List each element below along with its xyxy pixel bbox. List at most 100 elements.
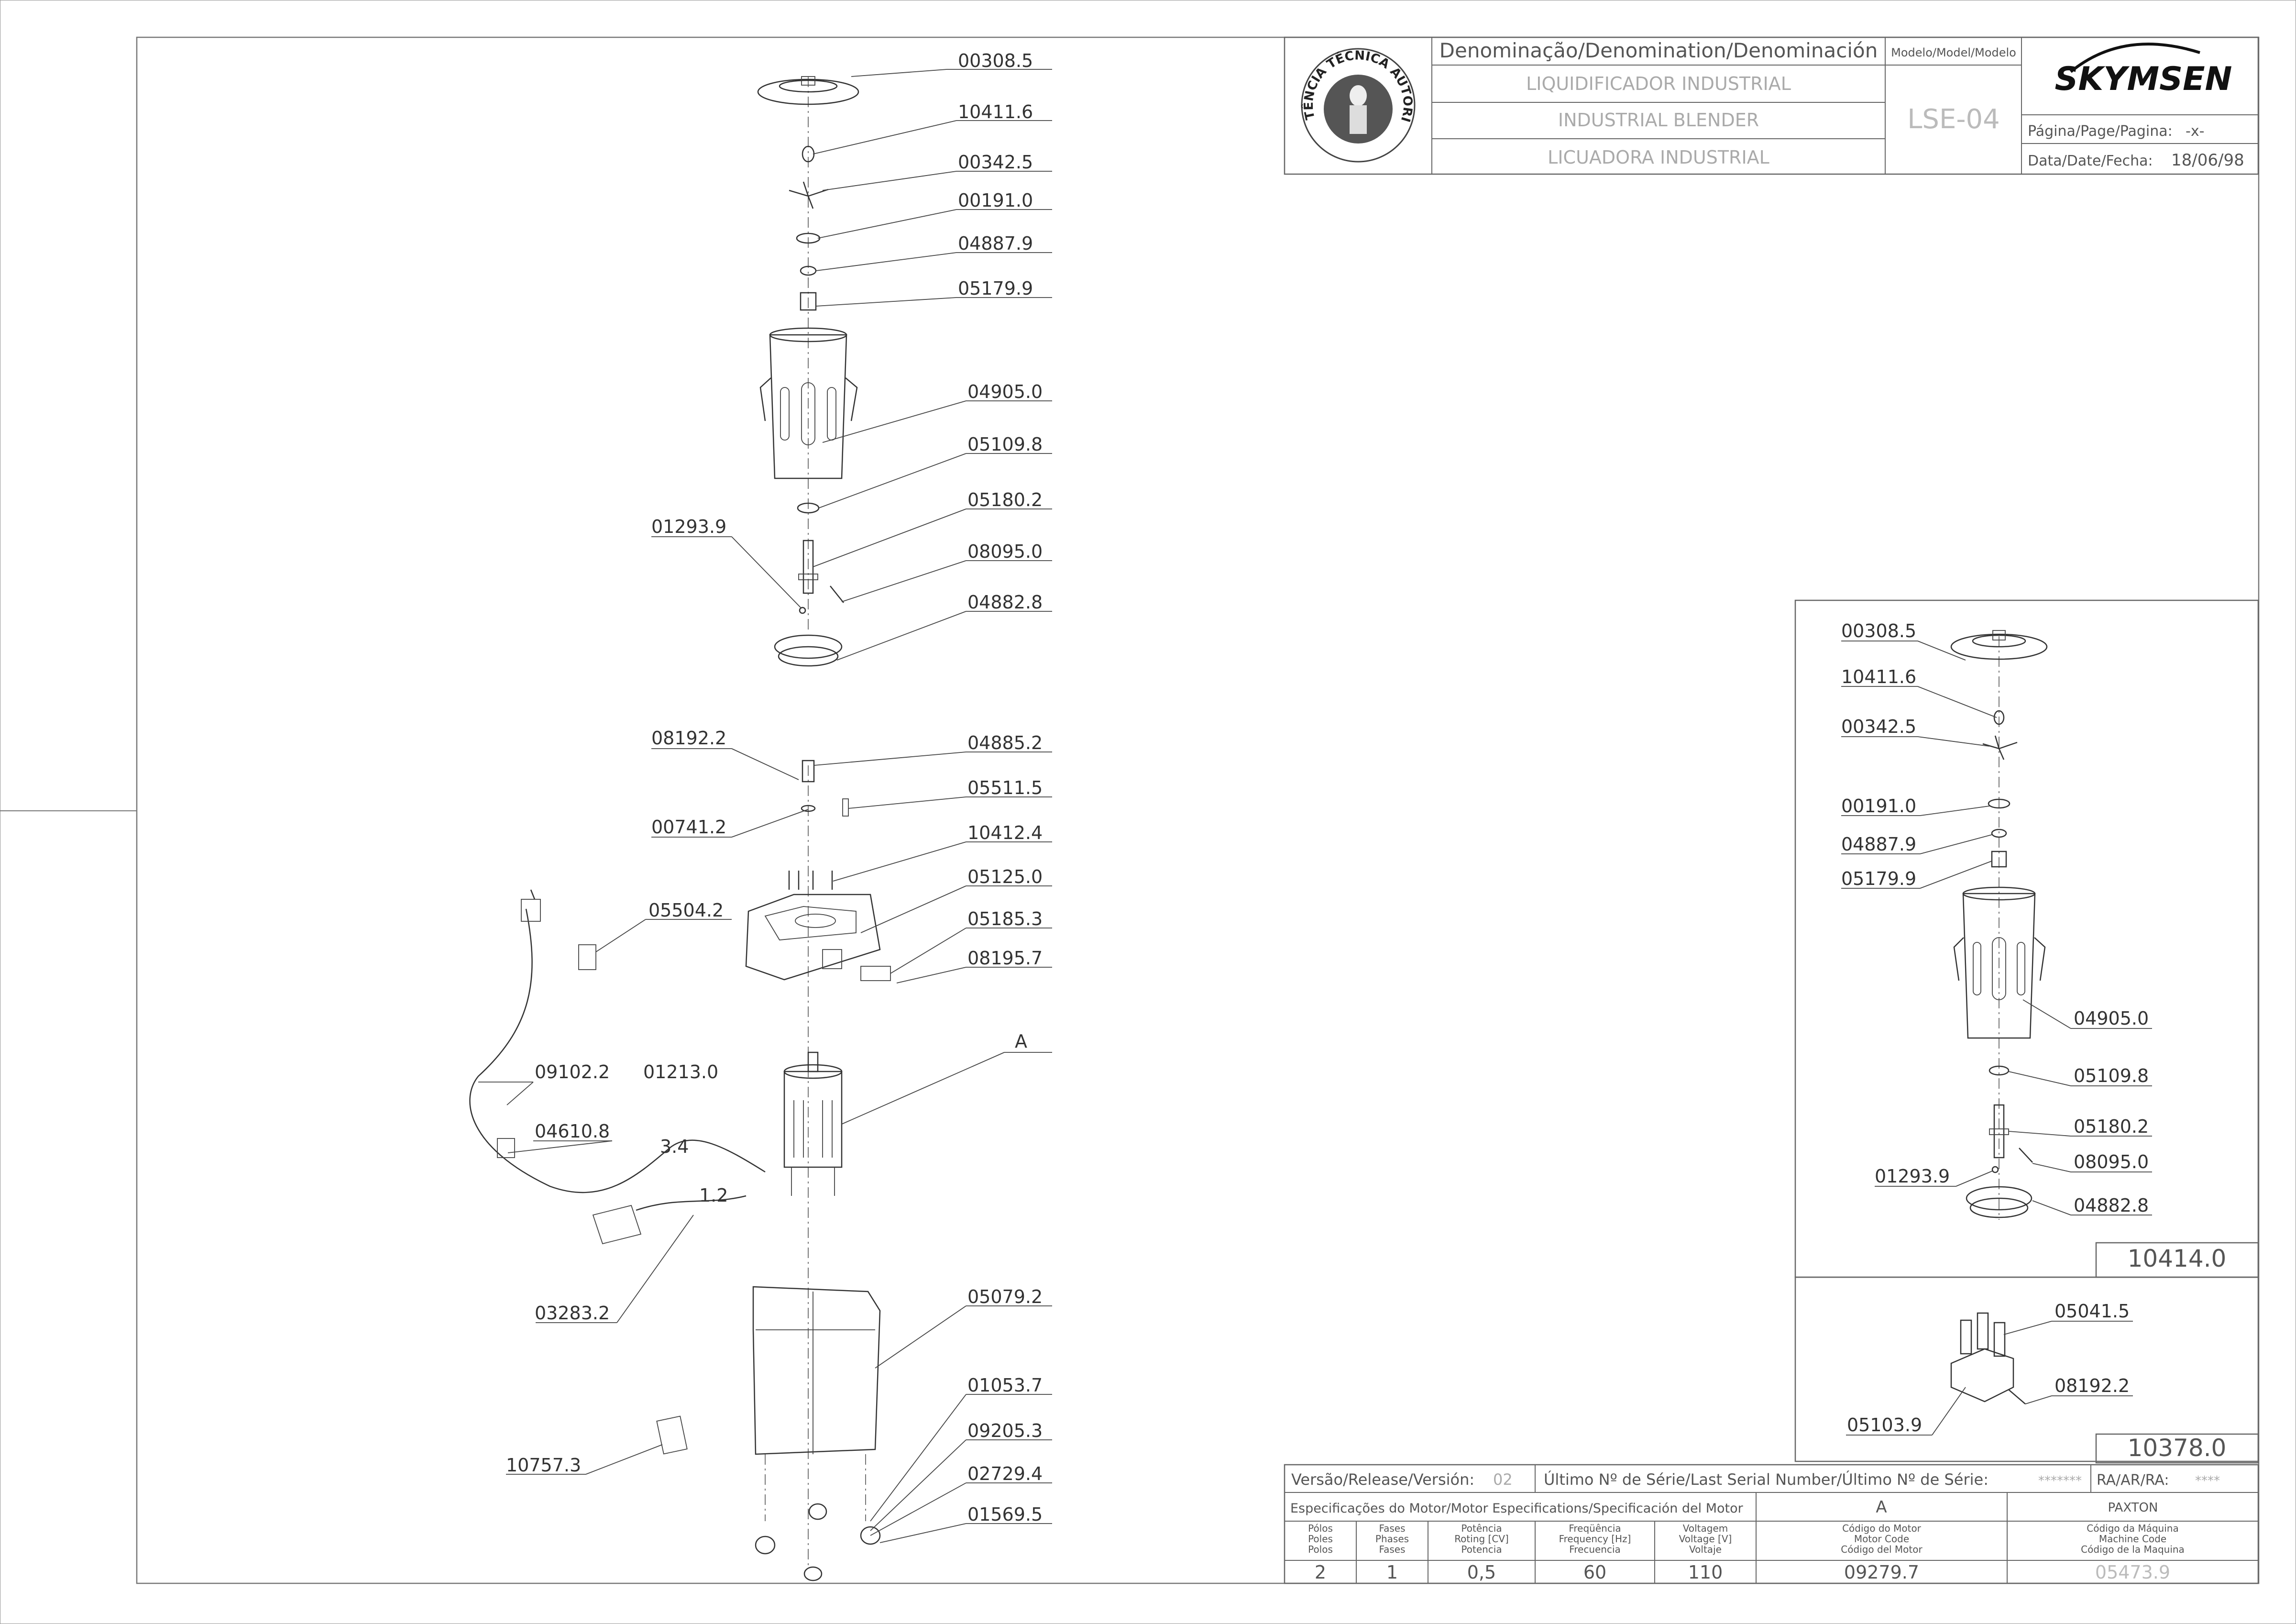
kit-coupling-callout-2: 05103.9 [1847, 1414, 1922, 1436]
ra-value: **** [2195, 1474, 2220, 1488]
spec-col-label-4-2: Voltaje [1689, 1544, 1722, 1555]
kit-coupling-assembly: 10378.0 05041.5 08192.2 05103.9 [1794, 1276, 2259, 1464]
svg-text:SKYMSEN: SKYMSEN [2055, 60, 2232, 98]
kit-jar-callout-2: 00342.5 [1841, 716, 1916, 737]
main-callout-29: 01053.7 [967, 1375, 1043, 1396]
spec-col-label-6-1: Machine Code [2099, 1533, 2166, 1545]
main-callout-21: A [1015, 1031, 1027, 1052]
spec-col-label-0-0: Pólos [1308, 1523, 1333, 1534]
main-callout-28: 05079.2 [967, 1286, 1043, 1307]
kit-jar-callout-8: 05180.2 [2074, 1116, 2149, 1137]
main-exploded-view [469, 76, 891, 1581]
main-callout-12: 08192.2 [651, 728, 726, 749]
main-callout-13: 04885.2 [967, 732, 1043, 753]
title-block: ASSISTÊNCIA TÉCNICA AUTORIZADA Denominaç… [0, 0, 2259, 175]
main-callout-1: 10411.6 [958, 101, 1033, 122]
spec-col-value-0: 2 [1315, 1562, 1326, 1583]
spec-col-label-4-1: Voltage [V] [1679, 1533, 1732, 1545]
spec-col-label-5-2: Código del Motor [1841, 1544, 1922, 1555]
kit-jar-callout-6: 04905.0 [2074, 1008, 2149, 1029]
spec-col-label-3-1: Frequency [Hz] [1559, 1533, 1631, 1545]
model-header: Modelo/Model/Modelo [1891, 46, 2016, 59]
denomination-header: Denominação/Denomination/Denominación [1439, 39, 1878, 62]
spec-col-label-2-0: Potência [1461, 1523, 1502, 1534]
main-callout-31: 10757.3 [506, 1455, 581, 1476]
main-callout-17: 05125.0 [967, 866, 1043, 887]
serial-label: Último Nº de Série/Last Serial Number/Úl… [1544, 1470, 1988, 1489]
drawing-frame [136, 36, 2260, 1584]
main-callout-0: 00308.5 [958, 50, 1033, 71]
main-callout-20: 08195.7 [967, 948, 1043, 969]
main-callout-2: 00342.5 [958, 152, 1033, 173]
version-label: Versão/Release/Versión: [1291, 1470, 1474, 1489]
main-callout-11: 04882.8 [967, 592, 1043, 613]
main-callout-32: 02729.4 [967, 1463, 1043, 1484]
motor-spec-header: Especificações do Motor/Motor Especifica… [1290, 1501, 1744, 1516]
spec-col-label-5-1: Motor Code [1854, 1533, 1909, 1545]
spec-col-label-6-2: Código de la Maquina [2081, 1544, 2185, 1555]
kit-jar-callout-10: 08095.0 [2074, 1151, 2149, 1172]
model-value: LSE-04 [1907, 104, 2000, 135]
main-callout-3: 00191.0 [958, 190, 1033, 211]
spec-col-label-0-2: Polos [1308, 1544, 1333, 1555]
spec-col-label-1-0: Fases [1379, 1523, 1405, 1534]
brand-logo: SKYMSEN [2055, 43, 2232, 98]
kit-jar-assembly: 10414.0 [1794, 599, 2259, 1278]
kit-coupling-code: 10378.0 [2128, 1434, 2227, 1462]
main-callout-14: 05511.5 [967, 777, 1043, 798]
spec-col-value-2: 0,5 [1467, 1562, 1496, 1583]
spec-col-value-1: 1 [1386, 1562, 1398, 1583]
spec-col-value-4: 110 [1688, 1562, 1723, 1583]
main-callout-7: 05109.8 [967, 434, 1043, 455]
main-callout-5: 05179.9 [958, 278, 1033, 299]
spec-col-label-3-2: Frecuencia [1569, 1544, 1621, 1555]
main-callout-6: 04905.0 [967, 381, 1043, 402]
main-callout-4: 04887.9 [958, 233, 1033, 254]
spec-col-label-1-2: Fases [1379, 1544, 1405, 1555]
main-callout-26: 1.2 [699, 1185, 728, 1206]
spec-col-label-2-2: Potencia [1461, 1544, 1502, 1555]
spec-col-label-3-0: Freqüência [1569, 1523, 1621, 1534]
name-en: INDUSTRIAL BLENDER [1558, 110, 1759, 131]
spec-col-label-0-1: Poles [1308, 1533, 1333, 1545]
spec-col-label-5-0: Código do Motor [1842, 1523, 1922, 1534]
serial-value: ******* [2038, 1474, 2082, 1488]
spec-col-label-1-1: Phases [1375, 1533, 1409, 1545]
kit-jar-callout-9: 01293.9 [1875, 1166, 1950, 1187]
kit-jar-callout-3: 00191.0 [1841, 795, 1916, 817]
kit-jar-callout-7: 05109.8 [2074, 1065, 2149, 1086]
main-callouts: 00308.5 10411.6 00342.5 00191.0 04887.9 05179… [478, 50, 1052, 1543]
date-label: Data/Date/Fecha: [2028, 153, 2153, 169]
motor-letter: A [1876, 1498, 1887, 1517]
spec-col-label-6-0: Código da Máquina [2087, 1523, 2178, 1534]
name-es: LICUADORA INDUSTRIAL [1548, 147, 1769, 168]
main-callout-15: 00741.2 [651, 817, 726, 838]
main-callout-18: 05504.2 [648, 900, 724, 921]
main-callout-22: 09102.2 [535, 1061, 610, 1083]
kit-jar-callout-0: 00308.5 [1841, 620, 1916, 641]
ra-label: RA/AR/RA: [2097, 1472, 2169, 1489]
version-value: 02 [1493, 1470, 1513, 1489]
date-value: 18/06/98 [2171, 151, 2244, 170]
main-callout-33: 01569.5 [967, 1504, 1043, 1525]
kit-jar-code: 10414.0 [2128, 1245, 2227, 1272]
main-callout-16: 10412.4 [967, 822, 1043, 843]
main-callout-27: 03283.2 [535, 1303, 610, 1324]
page-value: -x- [2186, 123, 2204, 140]
main-callout-25: 3.4 [660, 1136, 689, 1157]
main-callout-23: 01213.0 [643, 1061, 718, 1083]
main-callout-19: 05185.3 [967, 908, 1043, 929]
spec-col-value-5: 09279.7 [1844, 1562, 1919, 1583]
main-callout-9: 05180.2 [967, 489, 1043, 510]
main-callout-30: 09205.3 [967, 1420, 1043, 1441]
kit-coupling-callout-0: 05041.5 [2054, 1301, 2130, 1322]
kit-coupling-callout-1: 08192.2 [2054, 1375, 2130, 1396]
release-and-motor-spec-table: Versão/Release/Versión: 02 Último Nº de … [1284, 1464, 2259, 1584]
kit-jar-callout-1: 10411.6 [1841, 666, 1916, 687]
spec-col-label-4-0: Voltagem [1683, 1523, 1728, 1534]
authorized-service-seal: ASSISTÊNCIA TÉCNICA AUTORIZADA [0, 0, 1416, 163]
main-callout-10: 08095.0 [967, 541, 1043, 562]
spec-col-value-6: 05473.9 [2095, 1562, 2170, 1583]
kit-jar-callout-4: 04887.9 [1841, 834, 1916, 855]
